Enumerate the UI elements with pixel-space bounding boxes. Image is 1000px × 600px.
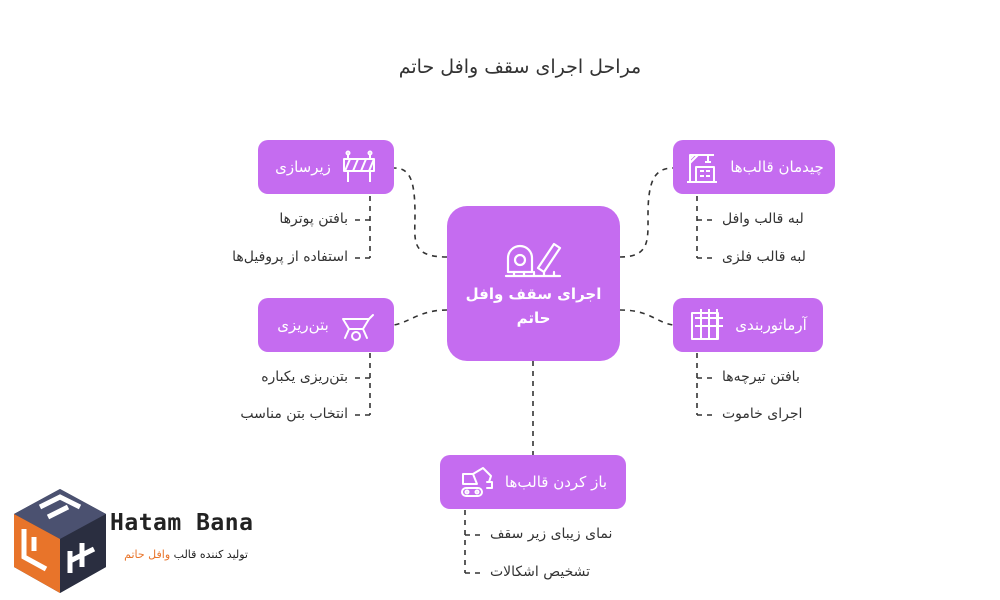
brand-tagline: تولید کننده قالب وافل حاتم [110,548,248,561]
excavator-icon [460,467,493,497]
leaf-chidman-1: لبه قالب وافل [722,211,804,227]
brand-tagline-prefix: تولید کننده قالب [173,548,248,561]
road-barrier-icon [342,150,375,182]
brand-tagline-accent: وافل حاتم [124,548,171,561]
crane-building-icon [687,154,718,183]
node-armature-label: آرماتوربندی [735,316,807,334]
tape-measure-ruler-icon [504,242,561,277]
leaf-betonrizi-1: بتن‌ریزی یکباره [261,369,348,385]
leaf-chidman-2: لبه قالب فلزی [722,249,806,265]
node-zirsazi-label: زیرسازی [275,158,331,176]
node-betonrizi-label: بتن‌ریزی [277,316,329,334]
node-betonrizi: بتن‌ریزی [258,298,394,352]
hatam-bana-logo-icon [14,489,106,593]
center-label-line-2: حاتم [516,308,551,327]
node-baz-label: باز کردن قالب‌ها [504,473,608,491]
node-chidman-label: چیدمان قالب‌ها [730,158,824,176]
center-node: اجرای سقف وافل حاتم [447,206,620,361]
brand-name: Hatam Bana [110,510,254,536]
leaf-armature-1: بافتن تیرچه‌ها [722,369,800,385]
node-baz: باز کردن قالب‌ها [440,455,626,509]
leaf-baz-1: نمای زیبای زیر سقف [490,526,613,542]
node-armature: آرماتوربندی [673,298,823,352]
node-zirsazi: زیرسازی [258,140,394,194]
leaf-zirsazi-2: استفاده از پروفیل‌ها [232,249,348,265]
node-chidman: چیدمان قالب‌ها [673,140,835,194]
leaf-betonrizi-2: انتخاب بتن مناسب [240,406,348,422]
leaf-zirsazi-1: بافتن پوترها [279,211,348,227]
leaf-baz-2: تشخیص اشکالات [490,564,591,580]
center-label-line-1: اجرای سقف وافل [465,284,602,303]
wheelbarrow-icon [341,314,374,341]
leaf-armature-2: اجرای خاموت [722,406,803,422]
diagram-title: مراحل اجرای سقف وافل حاتم [398,56,642,78]
rebar-grid-icon [691,309,724,340]
